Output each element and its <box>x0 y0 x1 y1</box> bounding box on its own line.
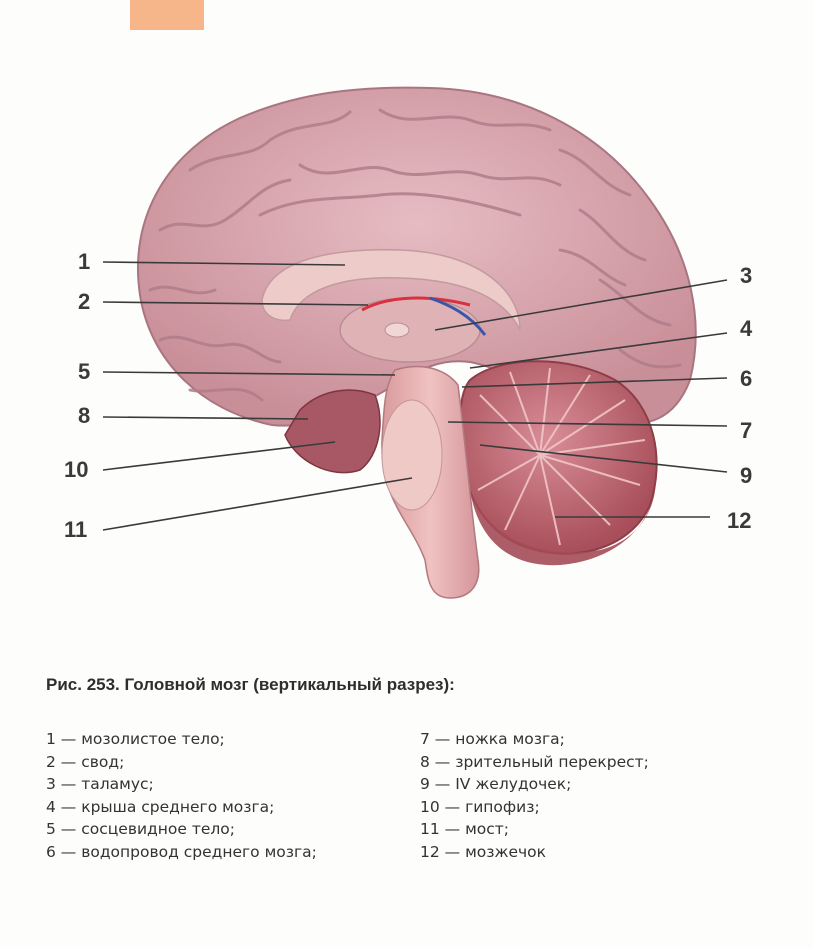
corner-tab <box>130 0 204 30</box>
legend-item: 12 — мозжечок <box>420 842 546 861</box>
gyri <box>148 108 682 402</box>
legend-item: 1 — мозолистое тело; <box>46 730 225 748</box>
label-10: 10 <box>64 457 89 482</box>
corpus-callosum <box>261 249 521 331</box>
figure-caption: Рис. 253. Головной мозг (вертикальный ра… <box>46 675 455 694</box>
legend-item: 11 — мост; <box>420 820 510 838</box>
label-9: 9 <box>740 463 753 488</box>
legend-item: 4 — крыша среднего мозга; <box>46 797 275 816</box>
hypophysis <box>284 389 381 474</box>
cerebellum-folia <box>477 367 646 546</box>
legend-item: 8 — зрительный перекрест; <box>420 752 649 771</box>
legend-item: 10 — гипофиз; <box>420 797 540 816</box>
leader-lines <box>102 261 728 531</box>
choroid-vein <box>429 296 487 336</box>
brain-diagram <box>102 86 728 599</box>
thalamus <box>339 297 481 363</box>
label-7: 7 <box>740 418 753 443</box>
label-4: 4 <box>740 316 753 341</box>
legend-item: 2 — свод; <box>46 752 125 771</box>
label-8: 8 <box>78 403 91 428</box>
cerebellum-lower-lobe <box>470 470 656 566</box>
pons <box>381 399 443 511</box>
label-11: 11 <box>64 517 88 542</box>
legend-item: 5 — сосцевидное тело; <box>46 820 236 838</box>
label-3: 3 <box>740 263 753 288</box>
legend-left-column: 1 — мозолистое тело; 2 — свод; 3 — талам… <box>46 728 317 863</box>
label-6: 6 <box>740 366 753 391</box>
legend-right-column: 7 — ножка мозга; 8 — зрительный перекрес… <box>420 728 649 863</box>
thalamus-adhesion <box>384 322 410 338</box>
legend-item: 3 — таламус; <box>46 775 154 793</box>
label-2: 2 <box>78 289 91 314</box>
label-1: 1 <box>78 249 91 274</box>
legend-item: 6 — водопровод среднего мозга; <box>46 842 317 861</box>
legend-item: 9 — IV желудочек; <box>420 775 572 793</box>
legend-item: 7 — ножка мозга; <box>420 730 565 748</box>
label-12: 12 <box>727 508 752 533</box>
choroid-vessels <box>361 296 471 312</box>
label-5: 5 <box>78 359 91 384</box>
